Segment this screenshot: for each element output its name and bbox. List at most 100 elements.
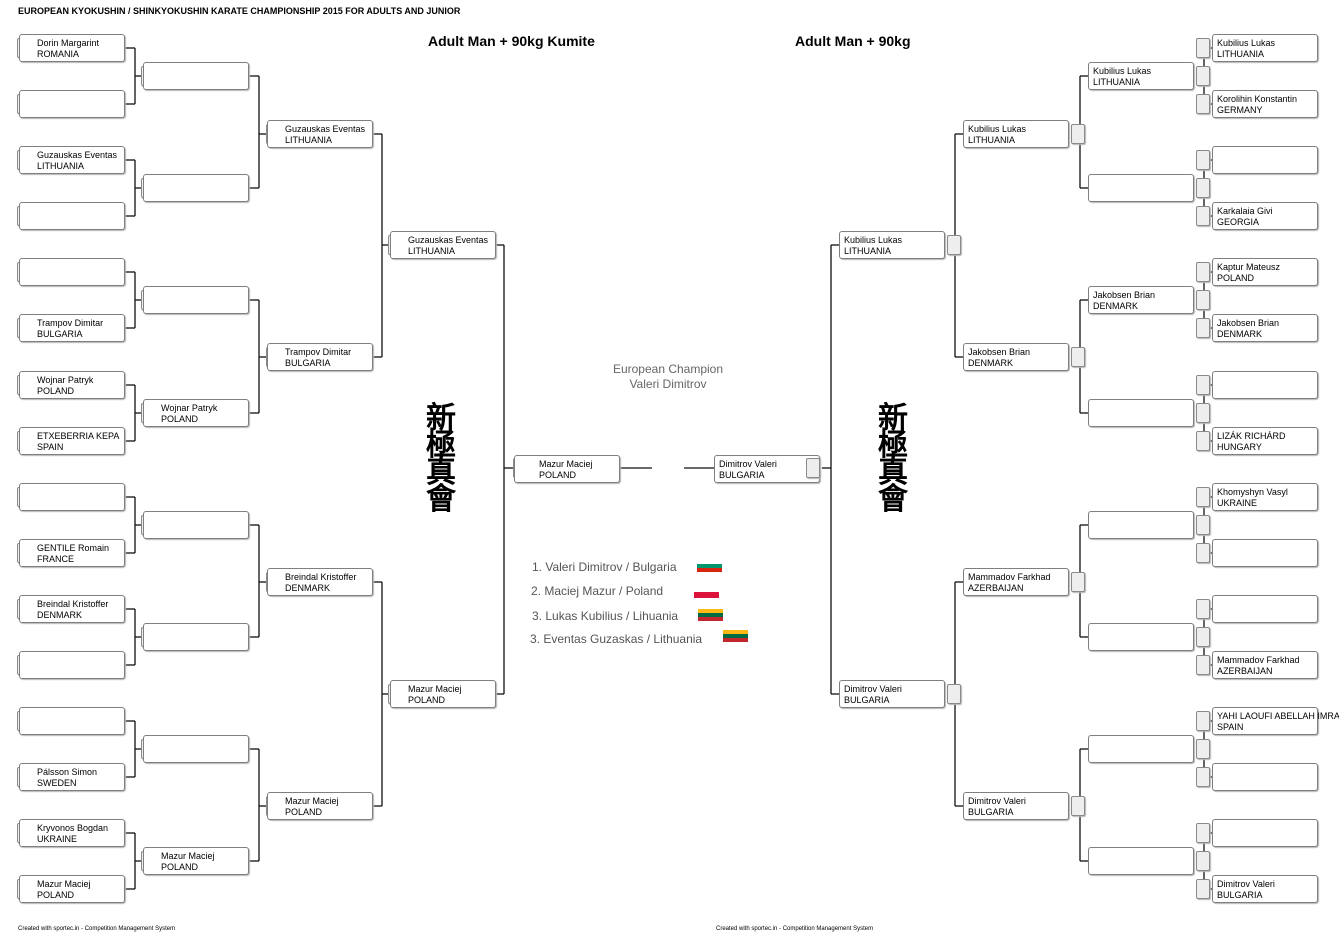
competitor-country: LITHUANIA — [968, 135, 1016, 145]
left-bracket-slot — [143, 174, 249, 202]
competitor-name: YAHI LAOUFI ABELLAH IMRANE — [1217, 711, 1339, 721]
competitor-name: Kubilius Lukas — [1093, 66, 1152, 76]
competitor-name: Mazur Maciej — [539, 459, 593, 469]
competitor-country: POLAND — [1217, 273, 1255, 283]
right-seed-tab — [1196, 711, 1210, 731]
competitor-country: BULGARIA — [37, 329, 83, 339]
competitor-country: FRANCE — [37, 554, 75, 564]
podium-2nd: 2. Maciej Mazur / Poland — [531, 584, 664, 598]
competitor-name: Dimitrov Valeri — [968, 796, 1026, 806]
competitor-country: POLAND — [37, 386, 75, 396]
competitor-country: LITHUANIA — [408, 246, 456, 256]
competitor-country: DENMARK — [1093, 301, 1139, 311]
competitor-country: GERMANY — [1217, 105, 1263, 115]
right-seed-tab — [1196, 262, 1210, 282]
right-seed-tab — [1196, 178, 1210, 198]
right-seed-tab — [1196, 515, 1210, 535]
champion-block: European Champion Valeri Dimitrov — [588, 362, 748, 392]
right-bracket-slot — [1212, 819, 1318, 847]
right-seed-tab — [1196, 38, 1210, 58]
champion-label: European Champion — [612, 362, 724, 376]
competitor-name: Dimitrov Valeri — [719, 459, 777, 469]
competitor-country: POLAND — [408, 695, 446, 705]
competitor-country: SPAIN — [37, 442, 64, 452]
kyokushin-emblem-right: 新極真會 — [878, 401, 908, 517]
left-bracket-slot — [143, 623, 249, 651]
right-seed-tab — [1071, 124, 1085, 144]
kyokushin-emblem-left: 新極真會 — [426, 401, 456, 517]
competitor-name: Breindal Kristoffer — [37, 599, 109, 609]
competitor-name: Dimitrov Valeri — [844, 684, 902, 694]
competitor-name: Wojnar Patryk — [37, 375, 94, 385]
competitor-country: POLAND — [539, 470, 577, 480]
right-seed-tab — [1196, 375, 1210, 395]
right-bracket-slot — [1212, 539, 1318, 567]
right-seed-tab — [1071, 572, 1085, 592]
right-seed-tab — [1196, 599, 1210, 619]
lithuania-flag-icon — [723, 630, 748, 642]
lithuania-flag-icon — [698, 609, 723, 621]
competitor-country: BULGARIA — [968, 807, 1014, 817]
right-bracket-slot — [1212, 146, 1318, 174]
left-bracket-slot — [143, 511, 249, 539]
competitor-country: BULGARIA — [285, 358, 331, 368]
right-seed-tab — [947, 235, 961, 255]
competitor-country: BULGARIA — [844, 695, 890, 705]
competitor-name: Karkalaia Givi — [1217, 206, 1273, 216]
competitor-country: LITHUANIA — [37, 161, 85, 171]
podium-3rd-a: 3. Lukas Kubilius / Lihuania — [532, 609, 679, 623]
competitor-name: Guzauskas Eventas — [285, 124, 366, 134]
competitor-country: LITHUANIA — [844, 246, 892, 256]
competitor-name: Mazur Maciej — [161, 851, 215, 861]
competitor-name: Jakobsen Brian — [1217, 318, 1280, 328]
right-seed-tab — [1196, 543, 1210, 563]
podium-1st: 1. Valeri Dimitrov / Bulgaria — [532, 560, 677, 574]
competitor-name: Korolihin Konstantin — [1217, 94, 1298, 104]
competitor-name: Kubilius Lukas — [968, 124, 1027, 134]
competitor-name: Guzauskas Eventas — [37, 150, 118, 160]
right-seed-tab — [1196, 318, 1210, 338]
competitor-country: ROMANIA — [37, 49, 80, 59]
competitor-name: Mazur Maciej — [408, 684, 462, 694]
right-seed-tab — [1196, 206, 1210, 226]
competitor-name: Pálsson Simon — [37, 767, 98, 777]
competitor-country: LITHUANIA — [1217, 49, 1265, 59]
right-seed-tab — [947, 684, 961, 704]
competitor-name: Wojnar Patryk — [161, 403, 218, 413]
right-seed-tab — [1196, 739, 1210, 759]
competitor-country: HUNGARY — [1217, 442, 1262, 452]
competitor-country: GEORGIA — [1217, 217, 1260, 227]
right-seed-tab — [1196, 290, 1210, 310]
right-finalist-tab — [806, 458, 820, 478]
competitor-country: DENMARK — [1217, 329, 1263, 339]
competitor-name: Kaptur Mateusz — [1217, 262, 1281, 272]
left-bracket-slot — [143, 735, 249, 763]
competitor-name: Dorin Margarint — [37, 38, 100, 48]
competitor-name: Kubilius Lukas — [1217, 38, 1276, 48]
right-seed-tab — [1071, 347, 1085, 367]
right-seed-tab — [1196, 431, 1210, 451]
left-bracket-slot — [19, 90, 125, 118]
right-seed-tab — [1196, 150, 1210, 170]
podium-3rd-b: 3. Eventas Guzaskas / Lithuania — [530, 632, 703, 646]
